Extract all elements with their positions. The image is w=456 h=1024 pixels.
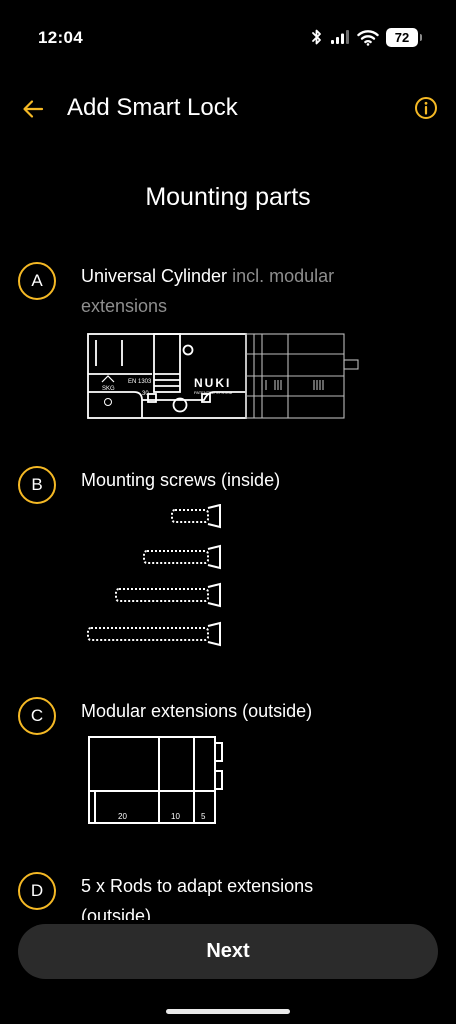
universal-cylinder-image: SKG EN 1303 30 NUKI PATENTED SYSTEM bbox=[87, 333, 359, 419]
home-indicator bbox=[166, 1009, 290, 1014]
part-letter: C bbox=[30, 706, 44, 725]
page-title: Add Smart Lock bbox=[67, 94, 238, 121]
skg-mark: SKG bbox=[102, 386, 115, 392]
next-button[interactable]: Next bbox=[18, 924, 438, 979]
status-icons: 72 bbox=[311, 26, 422, 48]
nuki-logo: NUKI bbox=[194, 376, 231, 390]
norm-mark: EN 1303 bbox=[128, 379, 152, 385]
battery-icon: 72 bbox=[386, 27, 422, 47]
part-letter: D bbox=[30, 881, 44, 900]
part-subtitle: incl. modular extensions bbox=[81, 266, 335, 316]
extension-10-label: 10 bbox=[171, 812, 180, 821]
mounting-screws-image bbox=[87, 504, 221, 647]
extension-20-label: 20 bbox=[118, 812, 127, 821]
section-title: Mounting parts bbox=[145, 183, 311, 211]
arrow-left-icon bbox=[23, 100, 44, 118]
status-time: 12:04 bbox=[38, 28, 83, 47]
signal-icon bbox=[331, 30, 349, 44]
part-title: 5 x Rods to adapt extensions (outside) bbox=[81, 876, 314, 920]
part-title: Modular extensions (outside) bbox=[81, 701, 313, 721]
info-icon bbox=[415, 97, 437, 119]
part-letter-badge: B bbox=[18, 466, 56, 504]
part-description: Modular extensions (outside) bbox=[81, 696, 411, 726]
part-letter: A bbox=[31, 271, 43, 290]
part-description: Mounting screws (inside) bbox=[81, 465, 411, 495]
part-letter-badge: C bbox=[18, 697, 56, 735]
size-mark: 30 bbox=[142, 391, 149, 397]
info-button[interactable] bbox=[412, 94, 440, 122]
back-button[interactable] bbox=[18, 94, 48, 124]
scroll-content[interactable]: A Universal Cylinder incl. modular exten… bbox=[0, 0, 456, 920]
battery-level: 72 bbox=[394, 29, 410, 45]
wifi-icon bbox=[357, 29, 379, 46]
part-letter-badge: D bbox=[18, 872, 56, 910]
part-title: Mounting screws (inside) bbox=[81, 470, 281, 490]
next-button-label: Next bbox=[206, 940, 250, 962]
bluetooth-icon bbox=[312, 29, 321, 45]
extension-5-label: 5 bbox=[201, 812, 206, 821]
part-description: 5 x Rods to adapt extensions (outside) bbox=[81, 871, 381, 920]
part-letter-badge: A bbox=[18, 262, 56, 300]
part-letter: B bbox=[31, 475, 43, 494]
part-title: Universal Cylinder bbox=[81, 266, 228, 286]
patented-system-label: PATENTED SYSTEM bbox=[194, 390, 232, 395]
app-bar: Add Smart Lock bbox=[0, 80, 456, 140]
part-description: Universal Cylinder incl. modular extensi… bbox=[81, 261, 411, 321]
status-bar: 12:04 72 bbox=[0, 0, 456, 76]
modular-extensions-image: 20 10 5 bbox=[88, 736, 223, 824]
